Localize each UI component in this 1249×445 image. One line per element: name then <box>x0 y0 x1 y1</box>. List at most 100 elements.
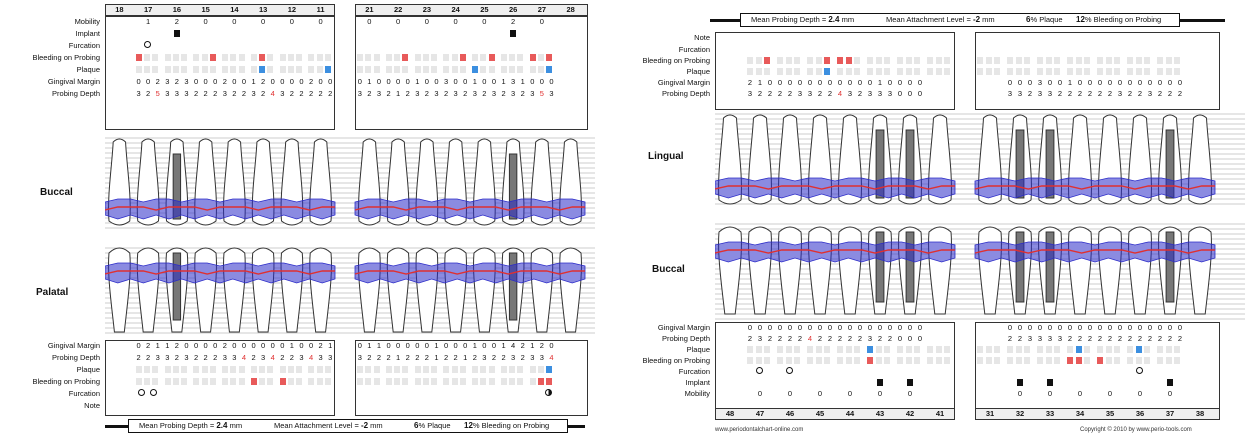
upper-bleeding-site[interactable] <box>250 54 257 61</box>
lower-buccal-bleeding-site[interactable] <box>905 357 912 364</box>
upper-bleeding-site[interactable] <box>480 54 487 61</box>
lower-plaque-site[interactable] <box>1084 68 1091 75</box>
upper-plaque-site[interactable] <box>414 66 421 73</box>
upper-palatal-bleeding-site[interactable] <box>537 378 544 385</box>
upper-palatal-plaque-site[interactable] <box>135 366 142 373</box>
upper-palatal-plaque-site[interactable] <box>267 366 274 373</box>
upper-plaque-site[interactable] <box>259 66 265 73</box>
lower-plaque-site[interactable] <box>1024 68 1031 75</box>
upper-palatal-plaque-site[interactable] <box>172 366 179 373</box>
upper-palatal-plaque-site[interactable] <box>529 366 536 373</box>
lower-buccal-bleeding-site[interactable] <box>1024 357 1031 364</box>
upper-palatal-bleeding-site[interactable] <box>500 378 507 385</box>
lower-buccal-plaque-site[interactable] <box>1105 346 1112 353</box>
upper-palatal-bleeding-site[interactable] <box>316 378 323 385</box>
upper-palatal-bleeding-site[interactable] <box>279 378 286 385</box>
upper-bleeding-site[interactable] <box>201 54 208 61</box>
lower-buccal-bleeding-site[interactable] <box>875 357 882 364</box>
upper-plaque-site[interactable] <box>164 66 171 73</box>
lower-buccal-implant-marker[interactable] <box>1017 379 1023 386</box>
upper-plaque-site[interactable] <box>443 66 450 73</box>
upper-palatal-bleeding-site[interactable] <box>459 378 466 385</box>
upper-bleeding-site[interactable] <box>230 54 237 61</box>
upper-bleeding-site[interactable] <box>373 54 380 61</box>
upper-furcation-marker[interactable] <box>143 41 151 48</box>
lower-bleeding-site[interactable] <box>1067 57 1073 64</box>
upper-plaque-site[interactable] <box>135 66 142 73</box>
lower-buccal-bleeding-site[interactable] <box>1144 357 1151 364</box>
lower-buccal-bleeding-site[interactable] <box>777 357 783 364</box>
lower-buccal-bleeding-site[interactable] <box>1007 357 1013 364</box>
upper-palatal-bleeding-site[interactable] <box>181 378 187 385</box>
upper-plaque-site[interactable] <box>296 66 302 73</box>
upper-bleeding-site[interactable] <box>529 54 536 61</box>
footer-site-link[interactable]: www.periodontalchart-online.com <box>715 427 804 433</box>
lower-plaque-site[interactable] <box>1015 68 1022 75</box>
upper-plaque-site[interactable] <box>308 66 315 73</box>
lower-buccal-mobility-cell[interactable]: 0 <box>877 389 883 398</box>
lower-plaque-site[interactable] <box>1054 68 1061 75</box>
upper-bleeding-site[interactable] <box>394 54 400 61</box>
upper-palatal-bleeding-site[interactable] <box>287 378 294 385</box>
upper-plaque-site[interactable] <box>488 66 495 73</box>
upper-plaque-site[interactable] <box>250 66 257 73</box>
upper-palatal-plaque-site[interactable] <box>201 366 208 373</box>
upper-plaque-site[interactable] <box>546 66 552 73</box>
upper-mobility-cell[interactable]: 0 <box>261 17 266 26</box>
upper-plaque-site[interactable] <box>537 66 544 73</box>
lower-buccal-bleeding-site[interactable] <box>824 357 831 364</box>
lower-bleeding-site[interactable] <box>785 57 792 64</box>
upper-bleeding-site[interactable] <box>472 54 478 61</box>
lower-plaque-site[interactable] <box>994 68 1001 75</box>
upper-palatal-plaque-site[interactable] <box>451 366 458 373</box>
lower-buccal-bleeding-site[interactable] <box>845 357 852 364</box>
lower-buccal-plaque-site[interactable] <box>1067 346 1073 353</box>
lower-buccal-bleeding-site[interactable] <box>764 357 771 364</box>
lower-buccal-bleeding-site[interactable] <box>815 357 822 364</box>
upper-bleeding-site[interactable] <box>287 54 294 61</box>
upper-palatal-plaque-site[interactable] <box>230 366 237 373</box>
lower-plaque-site[interactable] <box>1075 68 1082 75</box>
lower-plaque-site[interactable] <box>927 68 933 75</box>
upper-plaque-site[interactable] <box>422 66 429 73</box>
upper-bleeding-site[interactable] <box>259 54 265 61</box>
upper-palatal-plaque-site[interactable] <box>164 366 171 373</box>
lower-buccal-plaque-site[interactable] <box>897 346 903 353</box>
upper-bleeding-site[interactable] <box>537 54 544 61</box>
lower-buccal-plaque-site[interactable] <box>1174 346 1181 353</box>
lower-buccal-plaque-site[interactable] <box>1157 346 1163 353</box>
upper-bleeding-site[interactable] <box>500 54 507 61</box>
lower-buccal-bleeding-site[interactable] <box>1114 357 1121 364</box>
lower-buccal-bleeding-site[interactable] <box>807 357 813 364</box>
lower-bleeding-site[interactable] <box>1075 57 1082 64</box>
upper-palatal-bleeding-site[interactable] <box>451 378 458 385</box>
upper-plaque-site[interactable] <box>144 66 150 73</box>
lower-buccal-bleeding-site[interactable] <box>897 357 903 364</box>
lower-plaque-site[interactable] <box>1135 68 1142 75</box>
upper-mobility-cell[interactable]: 0 <box>367 17 372 26</box>
upper-palatal-bleeding-site[interactable] <box>250 378 257 385</box>
lower-plaque-site[interactable] <box>1067 68 1073 75</box>
lower-buccal-bleeding-site[interactable] <box>1105 357 1112 364</box>
lower-plaque-site[interactable] <box>985 68 992 75</box>
lower-buccal-plaque-site[interactable] <box>785 346 792 353</box>
lower-bleeding-site[interactable] <box>1015 57 1022 64</box>
